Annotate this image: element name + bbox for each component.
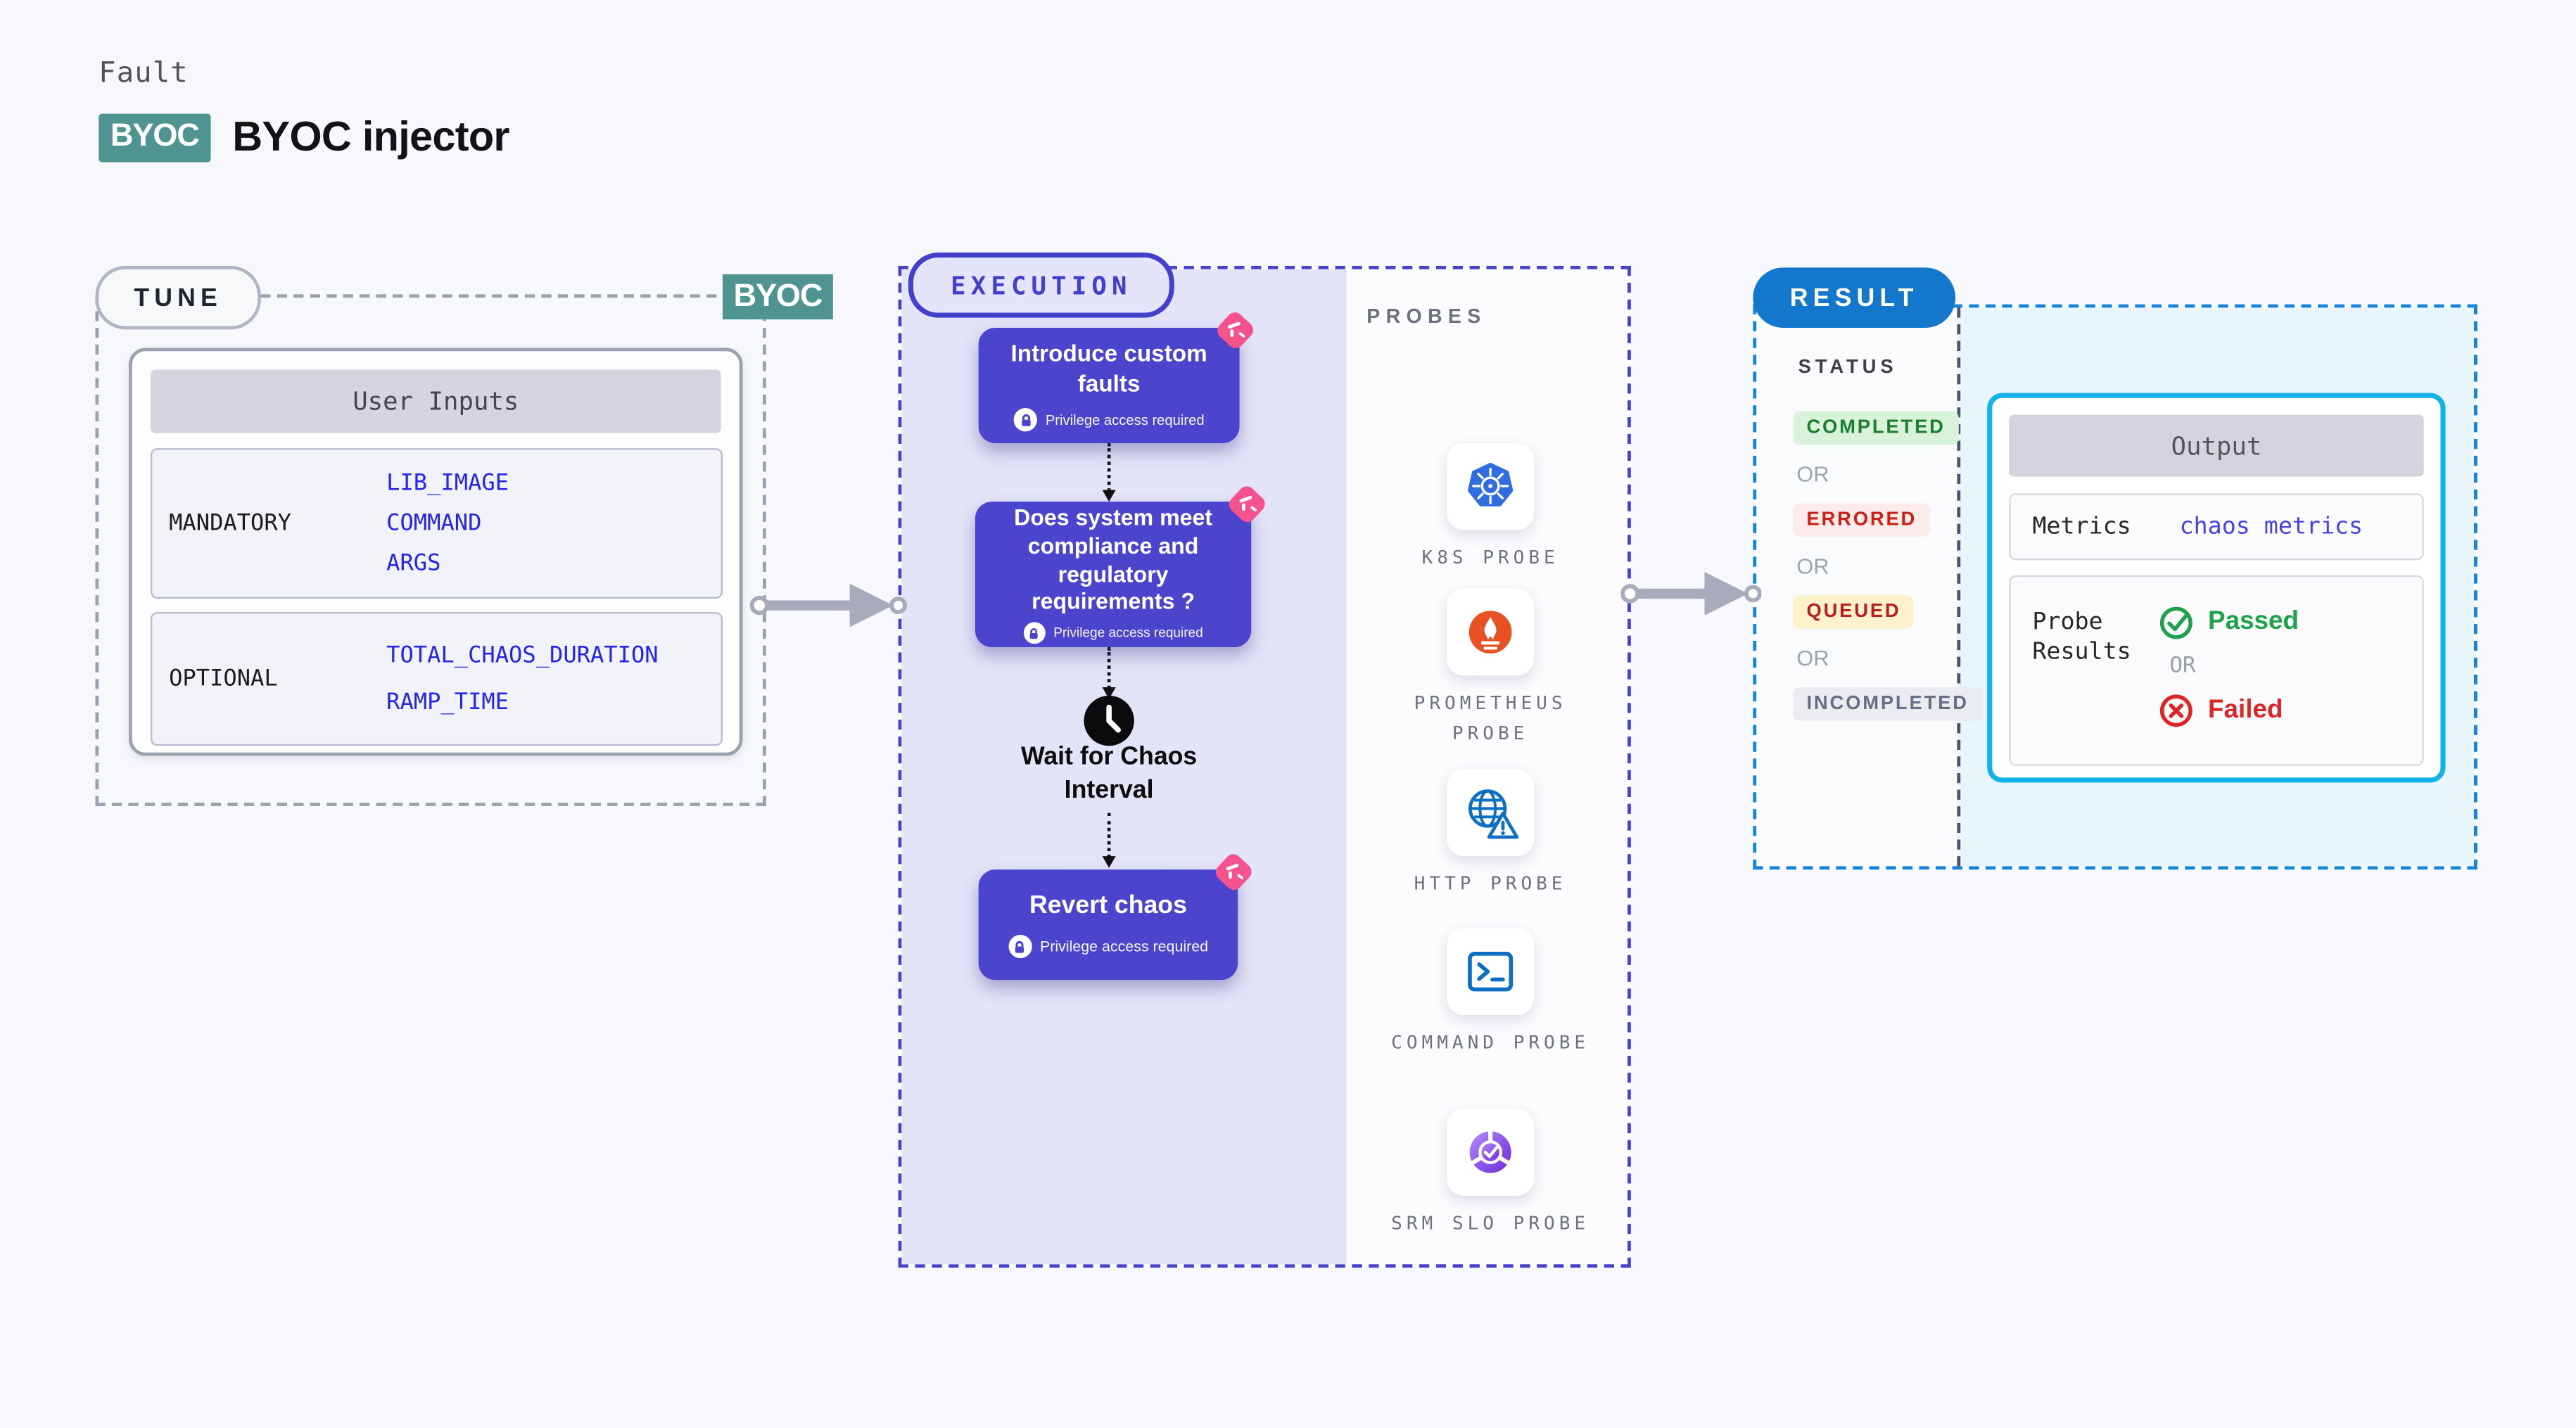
lock-icon [1008, 935, 1032, 960]
node-compliance-check: Does system meet compliance and regulato… [975, 486, 1265, 648]
terminal-icon [1468, 951, 1514, 992]
status-badge-errored: ERRORED [1793, 503, 1931, 537]
fault-eyebrow: Fault [99, 56, 189, 91]
metrics-label: Metrics [2032, 513, 2131, 540]
status-list: COMPLETED OR ERRORED OR QUEUED OR INCOMP… [1793, 411, 1982, 721]
probe-card [1447, 1109, 1534, 1196]
probe-label: K8S PROBE [1421, 547, 1559, 569]
optional-row: OPTIONAL TOTAL_CHAOS_DURATION RAMP_TIME [150, 612, 723, 746]
tune-section-box [95, 294, 766, 806]
page-title: BYOC injector [232, 113, 509, 161]
clock-icon [1084, 695, 1134, 746]
chaos-sticker-icon [1217, 312, 1253, 348]
probe-item-prometheus: PROMETHEUS PROBE [1390, 588, 1591, 748]
connector-down-3 [1102, 812, 1116, 868]
status-badge-queued: QUEUED [1793, 595, 1915, 629]
probes-heading: PROBES [1366, 304, 1487, 328]
result-pill: RESULT [1753, 267, 1956, 328]
node-title: Does system meet compliance and regulato… [1014, 504, 1213, 615]
page-header: BYOC BYOC injector [99, 113, 510, 162]
lock-icon [1023, 622, 1046, 644]
wait-for-chaos-interval-label: Wait for Chaos Interval [1020, 742, 1198, 805]
probe-card [1447, 588, 1534, 676]
check-circle-icon [2159, 606, 2193, 639]
connector-down-1 [1102, 442, 1116, 502]
node-title: Revert chaos [1029, 891, 1187, 919]
privilege-note: Privilege access required [1023, 622, 1203, 644]
failed-label: Failed [2207, 695, 2283, 725]
metrics-row: Metrics chaos metrics [2009, 493, 2424, 561]
prometheus-icon [1468, 611, 1512, 654]
chaos-sticker-icon [1229, 486, 1265, 523]
node-title: Introduce custom faults [1010, 339, 1207, 396]
output-header: Output [2009, 414, 2424, 477]
byoc-corner-tag: BYOC [722, 274, 833, 320]
probe-item-http: HTTP PROBE [1390, 769, 1591, 899]
or-separator: OR [1796, 461, 1829, 487]
probe-card [1447, 769, 1534, 857]
kubernetes-icon [1468, 462, 1514, 506]
privilege-note-text: Privilege access required [1045, 411, 1205, 428]
mandatory-label: MANDATORY [169, 510, 292, 537]
privilege-note-text: Privilege access required [1053, 625, 1203, 642]
or-separator: OR [1796, 553, 1829, 579]
or-separator: OR [2169, 654, 2196, 680]
probe-label: PROMETHEUS PROBE [1414, 692, 1567, 744]
privilege-note: Privilege access required [1013, 408, 1205, 432]
probe-item-k8s: K8S PROBE [1390, 442, 1591, 573]
probe-item-command: COMMAND PROBE [1390, 928, 1591, 1057]
arrow-tune-to-execution [749, 583, 908, 627]
node-introduce-custom-faults: Introduce custom faults Privilege access… [978, 312, 1253, 443]
probe-label: SRM SLO PROBE [1391, 1212, 1590, 1235]
status-badge-incompleted: INCOMPLETED [1793, 687, 1982, 721]
failed-line: Failed [2158, 692, 2299, 729]
http-globe-icon [1468, 789, 1519, 839]
probe-label: HTTP PROBE [1414, 872, 1567, 895]
node-revert-chaos: Revert chaos Privilege access required [978, 854, 1252, 981]
output-card: Output Metrics chaos metrics Probe Resul… [1987, 393, 2446, 783]
status-badge-completed: COMPLETED [1793, 411, 1959, 445]
user-inputs-header: User Inputs [150, 369, 721, 433]
probe-item-srm-slo: SRM SLO PROBE [1390, 1109, 1591, 1238]
probe-card [1447, 928, 1534, 1016]
input-total-chaos-duration: TOTAL_CHAOS_DURATION [386, 642, 659, 669]
input-lib-image: LIB_IMAGE [386, 470, 509, 497]
probe-results-row: Probe Results Passed OR Faile [2009, 575, 2424, 766]
chaos-sticker-icon [1215, 854, 1252, 891]
metrics-value: chaos metrics [2179, 513, 2364, 540]
mandatory-row: MANDATORY LIB_IMAGE COMMAND ARGS [150, 448, 723, 599]
passed-line: Passed [2158, 604, 2299, 640]
arrow-execution-to-result [1620, 572, 1762, 616]
connector-down-2 [1102, 647, 1116, 699]
input-args: ARGS [386, 550, 441, 578]
execution-pill: EXECUTION [908, 252, 1174, 318]
lock-icon [1013, 408, 1037, 432]
status-heading: STATUS [1798, 357, 1898, 378]
input-command: COMMAND [386, 510, 482, 537]
x-circle-icon [2159, 694, 2193, 727]
privilege-note-text: Privilege access required [1039, 938, 1209, 956]
optional-label: OPTIONAL [169, 665, 278, 693]
byoc-badge: BYOC [99, 113, 211, 162]
tune-pill: TUNE [95, 265, 261, 330]
srm-slo-icon [1469, 1129, 1511, 1173]
or-separator: OR [1796, 645, 1829, 671]
passed-label: Passed [2207, 606, 2299, 636]
input-ramp-time: RAMP_TIME [386, 689, 509, 717]
privilege-note: Privilege access required [1008, 935, 1209, 960]
probe-results-label: Probe Results [2032, 608, 2131, 666]
probe-label: COMMAND PROBE [1391, 1031, 1590, 1054]
probe-card [1447, 442, 1534, 530]
user-inputs-card: User Inputs MANDATORY LIB_IMAGE COMMAND … [129, 348, 743, 756]
